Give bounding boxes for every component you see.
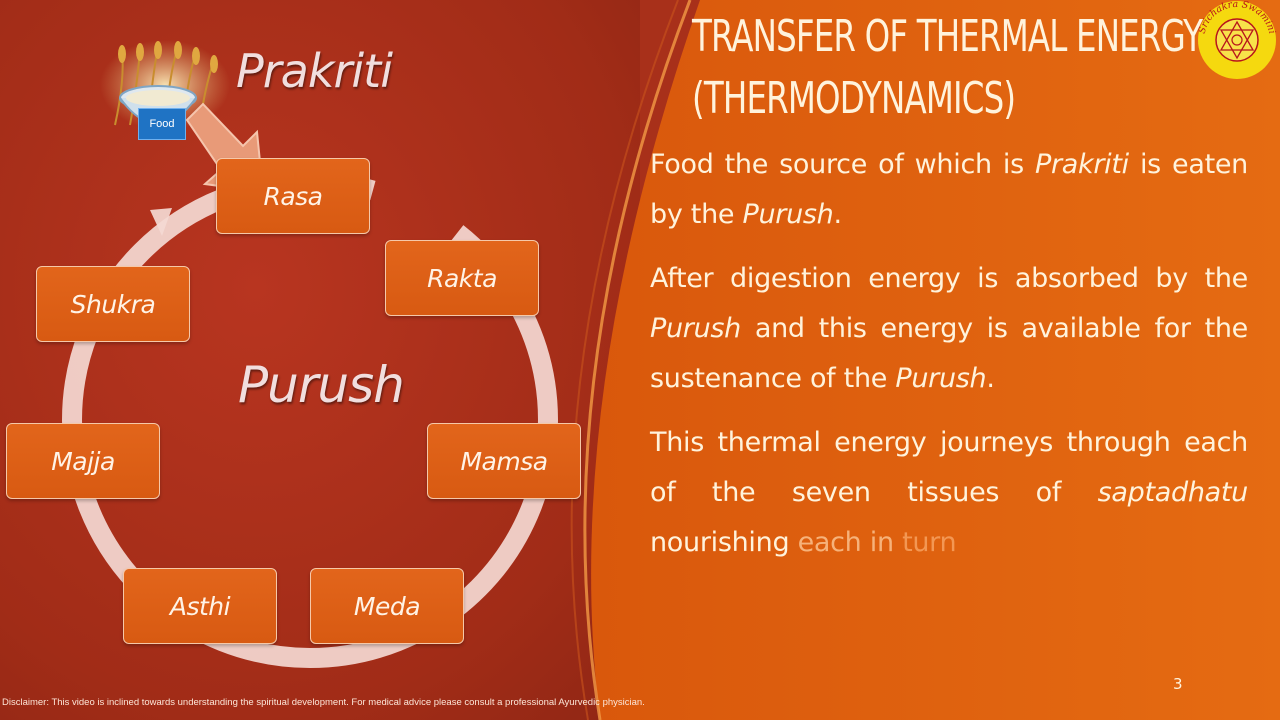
node-shukra: Shukra (36, 266, 190, 342)
title-line-2: (THERMODYNAMICS) (692, 73, 1016, 124)
node-mamsa: Mamsa (427, 423, 581, 499)
slide-title: TRANSFER OF THERMAL ENERGY (THERMODYNAMI… (692, 6, 1203, 130)
node-meda: Meda (310, 568, 464, 644)
srichakra-logo-icon: Srichakra Swamini (1197, 0, 1277, 79)
paragraph-1: Food the source of which is Prakriti is … (650, 149, 1248, 230)
node-rasa: Rasa (216, 158, 370, 234)
page-number: 3 (1173, 675, 1183, 693)
purush-label: Purush (238, 356, 405, 414)
disclaimer: Disclaimer: This video is inclined towar… (2, 697, 645, 708)
body-text: Food the source of which is Prakriti is … (650, 140, 1248, 582)
prakriti-label: Prakriti (236, 44, 393, 98)
node-majja: Majja (6, 423, 160, 499)
title-line-1: TRANSFER OF THERMAL ENERGY (692, 11, 1203, 62)
node-rakta: Rakta (385, 240, 539, 316)
node-asthi: Asthi (123, 568, 277, 644)
paragraph-2: After digestion energy is absorbed by th… (650, 263, 1248, 394)
paragraph-3: This thermal energy journeys through eac… (650, 427, 1248, 558)
food-label: Food (138, 108, 186, 140)
